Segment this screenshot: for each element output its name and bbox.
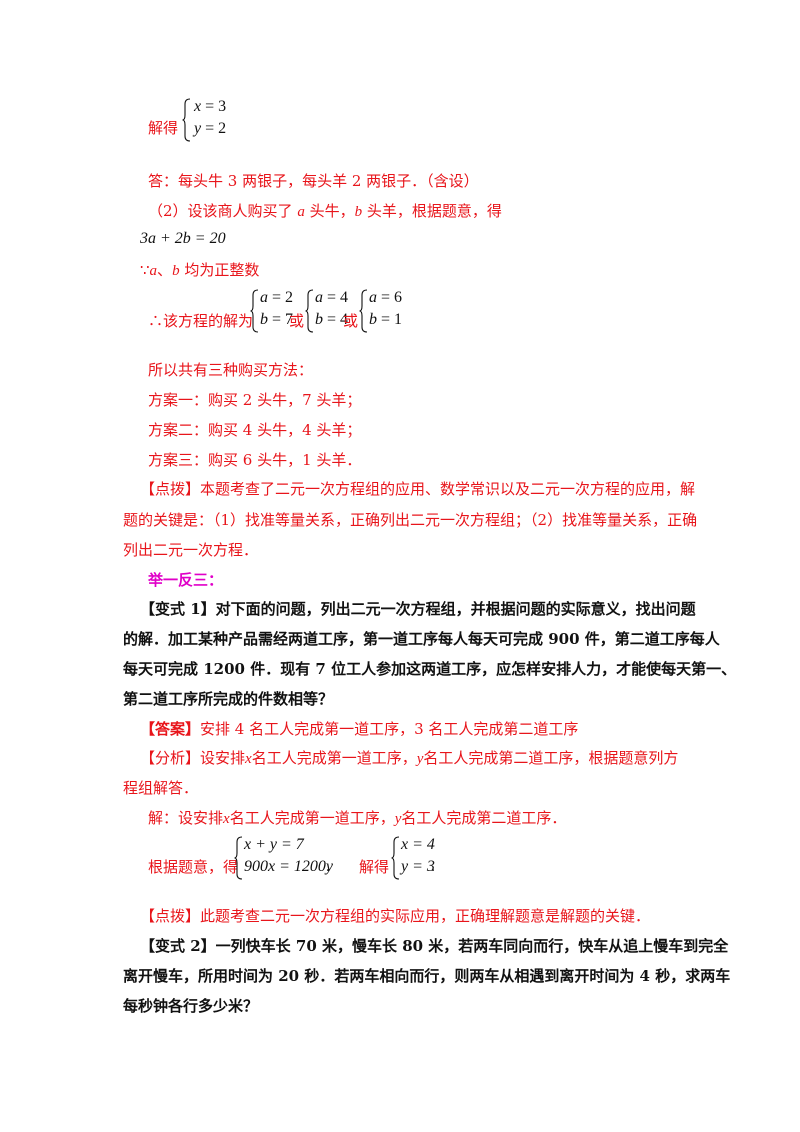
variant2-line: 【变式 2】一列快车长 70 米，慢车长 80 米，若两车同向而行，快车从追上慢… (140, 937, 729, 955)
summary-line: 所以共有三种购买方法： (148, 361, 314, 379)
equation-system-1: x + y = 7 900x = 1200y (234, 836, 334, 880)
equation-row: b = 4 (315, 311, 349, 328)
solution-system-a2: a = 2 b = 7 (250, 289, 294, 333)
solve-line: 解：设安排x名工人完成第一道工序，y名工人完成第二道工序． (148, 809, 567, 827)
equation-row: y = 3 (401, 858, 435, 875)
equation-row: a = 4 (315, 289, 349, 306)
section-title: 举一反三： (148, 571, 224, 589)
solved-label: 解得 (359, 858, 390, 876)
left-brace-icon (234, 836, 243, 880)
equation-row: 900x = 1200y (244, 858, 333, 875)
analysis-line: 【分析】设安排x名工人完成第一道工序，y名工人完成第二道工序，根据题意列方 (140, 749, 679, 767)
by-meaning-label: 根据题意，得 (148, 858, 239, 876)
part2-intro: （2）设该商人购买了 a 头牛，b 头羊，根据题意，得 (148, 202, 502, 220)
or-text: 或 (343, 312, 359, 330)
left-brace-icon (359, 289, 368, 333)
plan-item: 方案一：购买 2 头牛，7 头羊； (148, 391, 362, 409)
left-brace-icon (250, 289, 259, 333)
answer-line: 答：每头牛 3 两银子，每头羊 2 两银子．（含设） (148, 172, 479, 190)
left-brace-icon (305, 289, 314, 333)
variant2-line: 离开慢车，所用时间为 20 秒．若两车相向而行，则两车从相遇到离开时间为 4 秒… (123, 967, 731, 985)
equation-row: b = 7 (260, 311, 294, 328)
solution-system-a4: a = 4 b = 4 (305, 289, 349, 333)
answer-line: 【答案】安排 4 名工人完成第一道工序，3 名工人完成第二道工序 (140, 720, 579, 738)
solution-system-2: x = 4 y = 3 (391, 836, 441, 880)
solution-system-a6: a = 6 b = 1 (359, 289, 403, 333)
because-line: ∵a、b 均为正整数 (140, 261, 260, 279)
variant1-line: 第二道工序所完成的件数相等？ (123, 690, 334, 708)
or-text: 或 (289, 312, 305, 330)
plan-item: 方案三：购买 6 头牛，1 头羊． (148, 451, 362, 469)
comment-line: 题的关键是：（1）找准等量关系，正确列出二元一次方程组；（2）找准等量关系，正确 (123, 511, 698, 529)
equation-row: x = 3 (194, 98, 227, 115)
equation-row: x + y = 7 (244, 836, 304, 853)
equation-row: a = 6 (369, 289, 403, 306)
equation-row: x = 4 (401, 836, 435, 853)
plan-item: 方案二：购买 4 头牛，4 头羊； (148, 421, 362, 439)
equation-3a-2b: 3a + 2b = 20 (140, 230, 226, 247)
punctuation: . (326, 858, 330, 875)
solved-label: 解得 (148, 119, 179, 137)
comment-line: 列出二元一次方程． (123, 541, 259, 559)
variant2-line: 每秒钟各行多少米？ (123, 997, 259, 1015)
punctuation: . (431, 858, 435, 875)
variant1-line: 【变式 1】对下面的问题，列出二元一次方程组，并根据问题的实际意义，找出问题 (140, 600, 696, 618)
analysis-line: 程组解答． (123, 779, 199, 797)
therefore-label: ∴该方程的解为 (148, 312, 254, 330)
variant1-line: 的解．加工某种产品需经两道工序，第一道工序每人每天可完成 900 件，第二道工序… (123, 630, 720, 648)
left-brace-icon (391, 836, 400, 880)
solution-system-1: x = 3 y = 2 (182, 98, 242, 142)
equation-row: b = 1 (369, 311, 403, 328)
equation-row: a = 2 (260, 289, 294, 306)
left-brace-icon (182, 98, 191, 142)
comment-line: 【点拨】本题考查了二元一次方程组的应用、数学常识以及二元一次方程的应用，解 (140, 480, 696, 498)
equation-row: y = 2 (194, 120, 227, 137)
variant1-line: 每天可完成 1200 件．现有 7 位工人参加这两道工序，应怎样安排人力，才能使… (123, 660, 737, 678)
comment-line: 【点拨】此题考查二元一次方程组的实际应用，正确理解题意是解题的关键． (140, 907, 651, 925)
